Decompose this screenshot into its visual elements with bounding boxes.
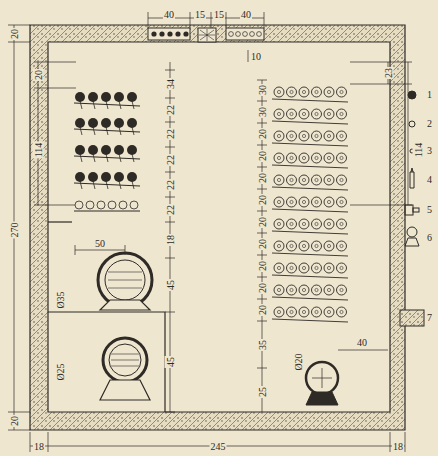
dimension-label: 15 bbox=[194, 9, 206, 20]
dimension-label: 20 bbox=[257, 172, 268, 184]
vent-holes bbox=[151, 31, 261, 36]
dimension-label: 245 bbox=[210, 441, 227, 452]
vents bbox=[148, 28, 264, 42]
legend-number: 1 bbox=[427, 89, 432, 100]
bottle-racks bbox=[74, 87, 348, 322]
dimension-label: 20 bbox=[257, 282, 268, 294]
dimension-label: 10 bbox=[250, 51, 262, 62]
dimension-label: 18 bbox=[165, 234, 176, 246]
dimension-label: 15 bbox=[213, 9, 225, 20]
partition bbox=[48, 222, 165, 412]
dimension-label: 20 bbox=[257, 238, 268, 250]
dimension-label: Ø35 bbox=[55, 290, 66, 309]
dimension-label: 20 bbox=[257, 150, 268, 162]
legend-number: 6 bbox=[427, 232, 432, 243]
dimension-label: 45 bbox=[165, 279, 176, 291]
dimension-label: 23 bbox=[383, 67, 394, 79]
dimension-label: 20 bbox=[257, 260, 268, 272]
dimension-label: 20 bbox=[33, 69, 44, 81]
dimension-label: 25 bbox=[257, 386, 268, 398]
dimension-label: Ø20 bbox=[293, 352, 304, 371]
legend-number: 4 bbox=[427, 174, 432, 185]
dimension-label: 20 bbox=[257, 194, 268, 206]
barrel-small bbox=[306, 362, 338, 405]
legend-number: 7 bbox=[427, 312, 432, 323]
dimension-label: 20 bbox=[257, 128, 268, 140]
dimension-label: 22 bbox=[165, 204, 176, 216]
dimension-label: 270 bbox=[9, 222, 20, 239]
legend-symbols bbox=[400, 91, 424, 326]
dimension-label: 114 bbox=[33, 142, 44, 159]
dimension-label: 18 bbox=[33, 441, 45, 452]
dimension-label: 30 bbox=[257, 84, 268, 96]
dimension-label: 22 bbox=[165, 128, 176, 140]
wall bbox=[30, 25, 405, 430]
legend-number: 3 bbox=[427, 145, 432, 156]
dimension-label: 22 bbox=[165, 154, 176, 166]
dimension-label: 35 bbox=[257, 339, 268, 351]
dimension-label: 50 bbox=[94, 238, 106, 249]
barrel-large bbox=[98, 253, 152, 310]
dimension-label: 40 bbox=[240, 9, 252, 20]
dimension-label: 40 bbox=[356, 337, 368, 348]
dimension-label: 40 bbox=[163, 9, 175, 20]
dimension-label: 45 bbox=[165, 356, 176, 368]
dimension-label: 114 bbox=[413, 142, 424, 159]
dimension-label: 22 bbox=[165, 179, 176, 191]
dimension-label: 30 bbox=[257, 106, 268, 118]
dimension-label: 20 bbox=[9, 415, 20, 427]
dimension-lines bbox=[8, 12, 412, 452]
dimension-label: Ø25 bbox=[55, 362, 66, 381]
legend-number: 5 bbox=[427, 204, 432, 215]
dimension-label: 20 bbox=[257, 216, 268, 228]
barrel-medium bbox=[100, 338, 150, 400]
dimension-label: 20 bbox=[9, 28, 20, 40]
dimension-label: 18 bbox=[392, 441, 404, 452]
dimension-label: 34 bbox=[165, 78, 176, 90]
dimension-label: 20 bbox=[257, 304, 268, 316]
dimension-label: 22 bbox=[165, 104, 176, 116]
legend-number: 2 bbox=[427, 118, 432, 129]
